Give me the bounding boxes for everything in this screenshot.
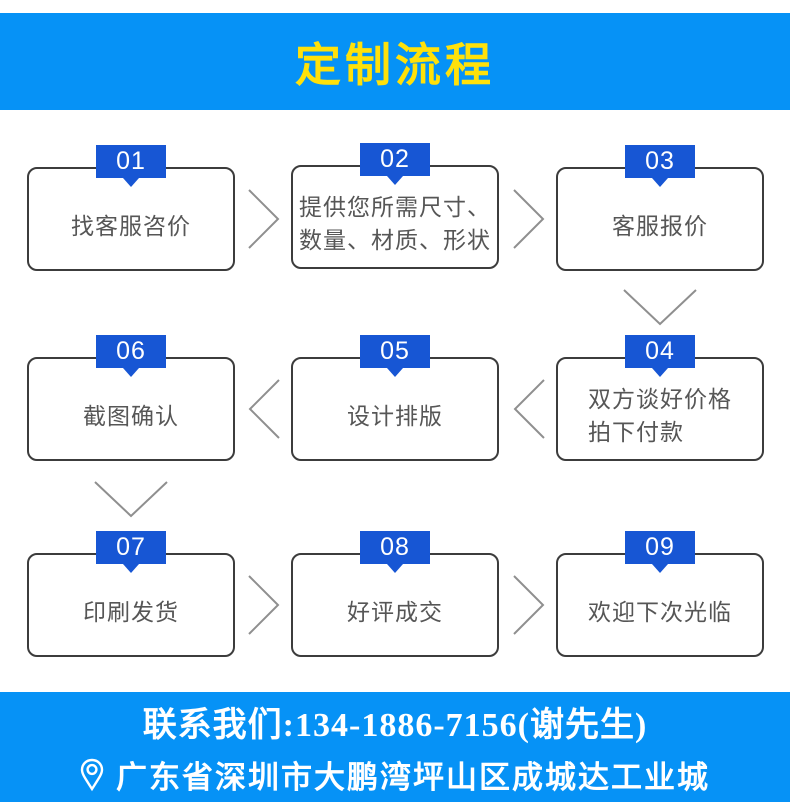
step-number-badge: 06 [96, 335, 166, 377]
badge-pointer-icon [123, 368, 139, 377]
step-number: 06 [116, 337, 146, 365]
step-label: 设计排版 [347, 402, 443, 429]
step-number: 08 [380, 533, 410, 561]
header-band: 定制流程 [0, 13, 790, 110]
chevron-right-icon [513, 575, 545, 635]
step-number: 02 [380, 145, 410, 173]
contact-phone-text: 联系我们:134-1886-7156(谢先生) [142, 707, 648, 744]
step-box-02: 02 提供您所需尺寸、 数量、材质、形状 [291, 143, 499, 269]
step-label: 截图确认 [83, 402, 179, 429]
step-box-08: 08 好评成交 [291, 531, 499, 657]
badge-pointer-icon [652, 178, 668, 187]
step-box-05: 05 设计排版 [291, 335, 499, 461]
address-row: 广东省深圳市大鹏湾坪山区成城达工业城 [80, 752, 710, 797]
step-box-06: 06 截图确认 [27, 335, 235, 461]
chevron-left-icon [248, 379, 280, 439]
step-label: 好评成交 [347, 598, 443, 625]
chevron-down-icon [94, 481, 168, 518]
location-pin-icon [80, 758, 104, 791]
step-number-badge: 05 [360, 335, 430, 377]
badge-pointer-icon [652, 368, 668, 377]
chevron-right-icon [248, 575, 280, 635]
step-label: 找客服咨价 [71, 212, 191, 239]
step-number-badge: 07 [96, 531, 166, 573]
step-label: 欢迎下次光临 [588, 598, 732, 625]
badge-pointer-icon [387, 564, 403, 573]
step-number: 01 [116, 147, 146, 175]
badge-pointer-icon [387, 176, 403, 185]
step-number-badge: 09 [625, 531, 695, 573]
step-number-badge: 03 [625, 145, 695, 187]
step-number: 05 [380, 337, 410, 365]
badge-pointer-icon [123, 178, 139, 187]
step-box-07: 07 印刷发货 [27, 531, 235, 657]
step-box-01: 01 找客服咨价 [27, 145, 235, 271]
page-title: 定制流程 [295, 38, 495, 91]
step-number: 04 [645, 337, 675, 365]
step-box-04: 04 双方谈好价格 拍下付款 [556, 335, 764, 461]
badge-pointer-icon [652, 564, 668, 573]
badge-pointer-icon [387, 368, 403, 377]
badge-pointer-icon [123, 564, 139, 573]
step-number: 09 [645, 533, 675, 561]
step-label: 印刷发货 [83, 598, 179, 625]
step-number-badge: 02 [360, 143, 430, 185]
address-text: 广东省深圳市大鹏湾坪山区成城达工业城 [116, 760, 710, 795]
step-box-03: 03 客服报价 [556, 145, 764, 271]
step-label: 提供您所需尺寸、 数量、材质、形状 [299, 194, 491, 253]
step-label: 双方谈好价格 拍下付款 [588, 386, 732, 445]
step-number-badge: 08 [360, 531, 430, 573]
chevron-down-icon [623, 289, 697, 326]
step-box: 欢迎下次光临 [556, 553, 764, 657]
chevron-left-icon [513, 379, 545, 439]
step-number: 07 [116, 533, 146, 561]
step-label: 客服报价 [612, 212, 708, 239]
step-number-badge: 01 [96, 145, 166, 187]
chevron-right-icon [248, 189, 280, 249]
footer-band: 联系我们:134-1886-7156(谢先生) 广东省深圳市大鹏湾坪山区成城达工… [0, 692, 790, 802]
step-number: 03 [645, 147, 675, 175]
chevron-right-icon [513, 189, 545, 249]
step-number-badge: 04 [625, 335, 695, 377]
step-box-09: 09 欢迎下次光临 [556, 531, 764, 657]
